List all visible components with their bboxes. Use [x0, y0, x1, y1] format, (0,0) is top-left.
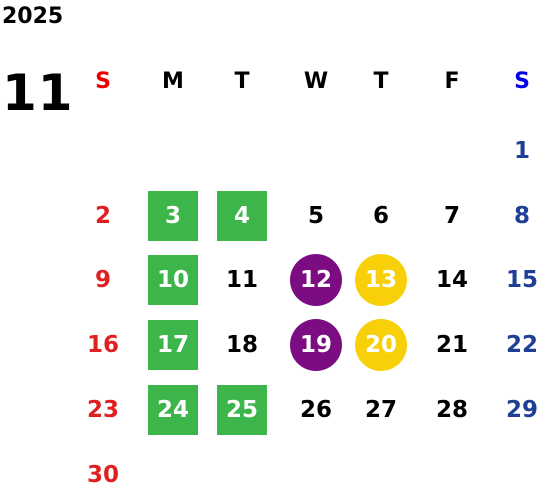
calendar-day-8[interactable]: 8	[513, 203, 530, 229]
calendar-day-21[interactable]: 21	[435, 332, 468, 358]
calendar-day-27[interactable]: 27	[364, 397, 397, 423]
calendar-day-9[interactable]: 9	[94, 267, 111, 293]
calendar-day-23[interactable]: 23	[86, 397, 119, 423]
calendar-year: 2025	[2, 4, 64, 29]
calendar-day-26[interactable]: 26	[299, 397, 332, 423]
calendar-day-22[interactable]: 22	[505, 332, 538, 358]
calendar-day-30[interactable]: 30	[86, 462, 119, 488]
calendar-day-12[interactable]: 12	[290, 254, 342, 306]
calendar-day-2[interactable]: 2	[94, 203, 111, 229]
calendar-day-15[interactable]: 15	[505, 267, 538, 293]
calendar-day-7[interactable]: 7	[443, 203, 460, 229]
weekday-header-sat: S	[514, 68, 530, 94]
calendar-day-18[interactable]: 18	[225, 332, 258, 358]
weekday-header-wed: W	[303, 68, 329, 94]
calendar-day-17[interactable]: 17	[148, 320, 198, 370]
weekday-header-mon: M	[162, 68, 184, 94]
weekday-header-thu: T	[373, 68, 389, 94]
calendar-day-29[interactable]: 29	[505, 397, 538, 423]
calendar-day-3[interactable]: 3	[148, 191, 198, 241]
weekday-header-sun: S	[95, 68, 111, 94]
calendar-day-4[interactable]: 4	[217, 191, 267, 241]
calendar-day-5[interactable]: 5	[307, 203, 324, 229]
calendar-month: 11	[2, 64, 74, 122]
weekday-header-fri: F	[444, 68, 460, 94]
calendar-day-13[interactable]: 13	[355, 254, 407, 306]
calendar-day-11[interactable]: 11	[225, 267, 258, 293]
calendar-day-6[interactable]: 6	[372, 203, 389, 229]
calendar-day-10[interactable]: 10	[148, 255, 198, 305]
calendar-day-28[interactable]: 28	[435, 397, 468, 423]
calendar-day-20[interactable]: 20	[355, 319, 407, 371]
calendar-day-1[interactable]: 1	[513, 138, 530, 164]
calendar-day-19[interactable]: 19	[290, 319, 342, 371]
calendar-day-25[interactable]: 25	[217, 385, 267, 435]
calendar-day-16[interactable]: 16	[86, 332, 119, 358]
weekday-header-tue: T	[234, 68, 250, 94]
calendar-day-14[interactable]: 14	[435, 267, 468, 293]
calendar-day-24[interactable]: 24	[148, 385, 198, 435]
